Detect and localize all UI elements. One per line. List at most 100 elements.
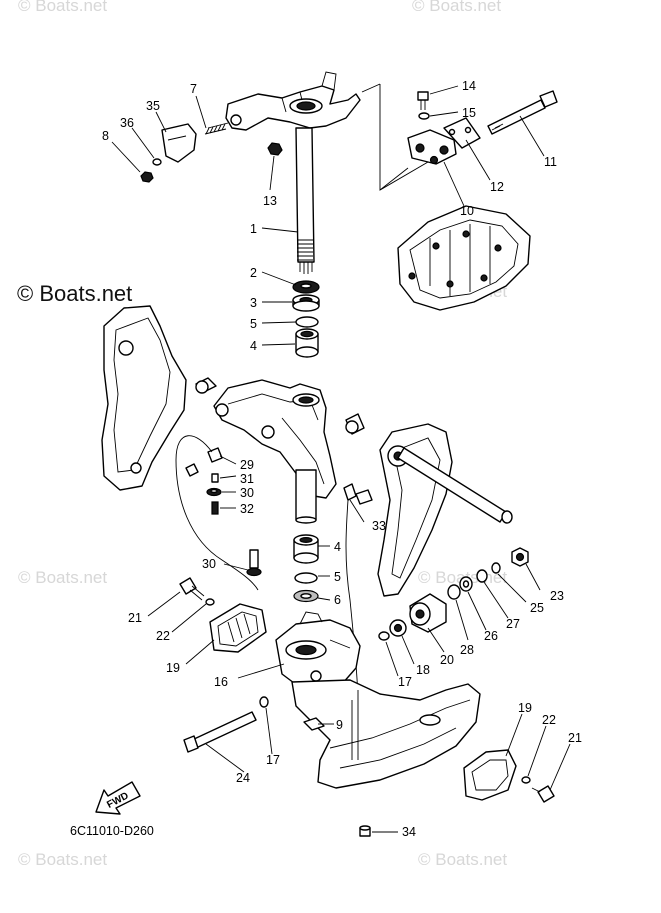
leader-lines (111, 83, 571, 833)
watermark: © Boats.net (18, 850, 108, 869)
reference-code: 6C11010-D260 (70, 824, 154, 838)
callout-1: 1 (250, 222, 257, 236)
callout-11: 11 (544, 155, 557, 169)
part-12-plate (443, 117, 481, 149)
watermark: © Boats.net (412, 0, 502, 15)
part-4-bushing (295, 328, 319, 358)
callout-34: 34 (402, 825, 416, 839)
callout-5: 5 (250, 317, 257, 331)
part-27-washer (476, 569, 488, 583)
part-5-o-ring (295, 316, 319, 328)
callout-labels: 1 2 3 4 4 5 5 6 7 8 9 10 11 12 13 14 15 … (102, 79, 582, 839)
callout-17: 17 (266, 753, 280, 767)
part-15-washer (418, 112, 430, 120)
part-3-bushing (292, 294, 320, 312)
tilt-tube (397, 447, 513, 524)
part-22-washer-left (205, 598, 215, 606)
callout-14: 14 (462, 79, 476, 93)
part-25-washer (491, 562, 501, 574)
callout-21: 21 (568, 731, 582, 745)
part-11-bolt (487, 90, 558, 135)
callout-24: 24 (236, 771, 250, 785)
callout-32: 32 (240, 502, 254, 516)
part-23-nut (511, 547, 529, 567)
callout-19: 19 (166, 661, 180, 675)
part-17-washer-upper (378, 631, 390, 641)
callout-35: 35 (146, 99, 160, 113)
clamp-bushing-left (195, 377, 217, 394)
part-21-bolt-left (179, 577, 205, 601)
part-20-mount-rubber (409, 593, 447, 633)
part-19-damper-right (463, 749, 517, 801)
fitting-small (343, 483, 357, 501)
clamp-bushing-right (345, 413, 365, 435)
callout-21: 21 (128, 611, 142, 625)
part-32-screw (211, 501, 219, 515)
callout-27: 27 (506, 617, 520, 631)
part-22-washer-right (521, 776, 531, 784)
part-14-bolt (417, 91, 429, 110)
bolt-small (185, 463, 199, 477)
part-30-grommet-upper (206, 487, 222, 497)
callout-15: 15 (462, 106, 476, 120)
part-8-nut (140, 171, 154, 183)
part-34-screw (359, 825, 371, 837)
callout-25: 25 (530, 601, 544, 615)
callout-17: 17 (398, 675, 412, 689)
callout-3: 3 (250, 296, 257, 310)
callout-8: 8 (102, 129, 109, 143)
part-35-bracket (161, 123, 197, 163)
callout-6: 6 (334, 593, 341, 607)
callout-28: 28 (460, 643, 474, 657)
callout-29: 29 (240, 458, 254, 472)
part-13-nut (267, 142, 283, 156)
part-33-lead-wire (175, 435, 259, 591)
part-9-clip (303, 717, 325, 731)
callout-20: 20 (440, 653, 454, 667)
callout-36: 36 (120, 116, 134, 130)
callout-18: 18 (416, 663, 430, 677)
callout-22: 22 (156, 629, 170, 643)
watermark: © Boats.net (18, 0, 108, 15)
part-1-steering-shaft (295, 127, 315, 274)
callout-26: 26 (484, 629, 498, 643)
part-18-bushing (389, 619, 407, 637)
part-30-grommet-lower (246, 549, 262, 577)
callout-33: 33 (372, 519, 386, 533)
part-19-damper-left (209, 603, 267, 653)
callout-16: 16 (214, 675, 228, 689)
callout-13: 13 (263, 194, 277, 208)
callout-7: 7 (190, 82, 197, 96)
callout-2: 2 (250, 266, 257, 280)
shaft-lower-section (295, 469, 317, 521)
callout-4: 4 (334, 540, 341, 554)
fwd-arrow-icon: FWD (95, 781, 141, 815)
callout-10: 10 (460, 204, 474, 218)
swivel-bracket (213, 379, 337, 499)
part-31-pin (211, 473, 219, 483)
callout-12: 12 (490, 180, 504, 194)
bolt-small-right (355, 489, 373, 505)
part-7-spring (204, 122, 229, 135)
callout-30: 30 (202, 557, 216, 571)
part-4-bushing-lower (293, 534, 319, 564)
part-36-washer (152, 158, 162, 166)
part-16-lower-mount (275, 611, 361, 691)
callout-31: 31 (240, 472, 254, 486)
clamp-bracket-left (101, 305, 187, 491)
callout-23: 23 (550, 589, 564, 603)
callout-9: 9 (336, 718, 343, 732)
lower-casing (291, 679, 481, 789)
watermark: © Boats.net (418, 850, 508, 869)
part-28-washer (447, 584, 461, 600)
callout-19: 19 (518, 701, 532, 715)
watermark-main: © Boats.net (17, 281, 133, 306)
part-17-washer-lower (259, 696, 269, 708)
callout-5: 5 (334, 570, 341, 584)
callout-4: 4 (250, 339, 257, 353)
callout-22: 22 (542, 713, 556, 727)
part-10-bracket (407, 129, 457, 165)
clamp-bracket-right (377, 423, 453, 597)
part-5-o-ring-lower (294, 572, 318, 584)
